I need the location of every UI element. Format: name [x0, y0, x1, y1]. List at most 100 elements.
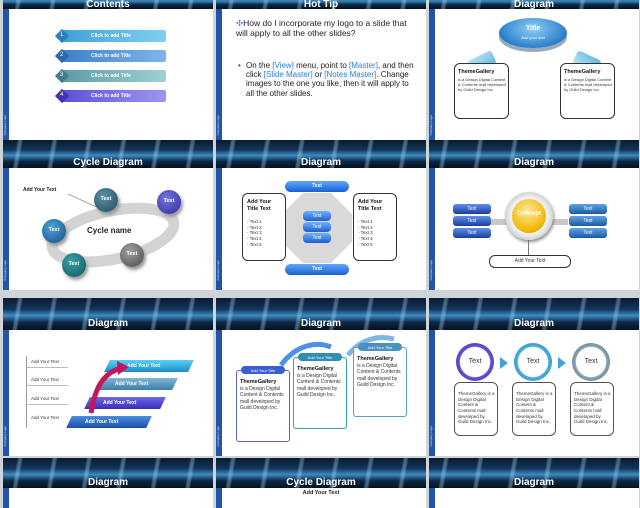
- stack-disc[interactable]: Text: [569, 228, 607, 238]
- contents-item[interactable]: 4 Click to add Title: [54, 88, 166, 104]
- step-arrow: [500, 357, 508, 369]
- slide-title: Contents: [86, 0, 130, 10]
- connector-arrows: [279, 335, 395, 367]
- slide-title: Cycle Diagram: [286, 477, 356, 488]
- step-arrow: [558, 357, 566, 369]
- slide-cycle-diagram-partial[interactable]: Cycle Diagram Add Your Text: [216, 458, 426, 508]
- tip-answer: •On the [View] menu, point to [Master], …: [238, 61, 414, 98]
- step-circle[interactable]: Text: [456, 343, 494, 381]
- slide-diagram-concept[interactable]: Diagram Company Logo Text Text Text Conc…: [429, 140, 639, 290]
- slide-sidebar: Company Logo: [429, 330, 435, 456]
- stair-label: Add Your Text: [31, 377, 59, 382]
- view-link[interactable]: [View]: [272, 61, 294, 70]
- slide-sidebar: [3, 488, 9, 508]
- cycle-node[interactable]: Text: [120, 243, 144, 267]
- stack-disc[interactable]: Text: [453, 204, 491, 214]
- slide-title: Diagram: [87, 477, 128, 488]
- bottom-cylinder[interactable]: Text: [285, 264, 349, 275]
- add-text-label: Add Your Text: [23, 187, 57, 193]
- cycle-node[interactable]: Text: [62, 253, 86, 277]
- slide-sidebar: Company Logo: [429, 9, 435, 145]
- stair-label: Add Your Text: [31, 396, 59, 401]
- slide-sidebar: [429, 488, 435, 508]
- left-connector: [491, 219, 507, 225]
- concept-circle[interactable]: Concept: [512, 199, 546, 233]
- slide-sidebar: Company Logo: [429, 168, 435, 290]
- contents-item[interactable]: 2 Click to add Title: [54, 48, 166, 64]
- stack-disc[interactable]: Text: [453, 228, 491, 238]
- slide-banner: [3, 298, 213, 330]
- slide-banner: [429, 458, 639, 488]
- slide-title: Diagram: [513, 0, 554, 10]
- right-connector: [552, 219, 568, 225]
- step-circle[interactable]: Text: [572, 343, 610, 381]
- concept-stem: [528, 240, 529, 256]
- card-tab[interactable]: Add Your Title: [358, 343, 402, 351]
- slide-contents[interactable]: Contents Company Logo 1 Click to add Tit…: [3, 0, 213, 145]
- slide-banner: [216, 0, 426, 9]
- item-label: Click to add Title: [91, 93, 131, 99]
- slide-title: Cycle Diagram: [73, 157, 143, 168]
- stack-disc[interactable]: Text: [303, 222, 331, 232]
- stack-disc[interactable]: Text: [453, 216, 491, 226]
- cycle-node[interactable]: Text: [42, 219, 66, 243]
- slide-title: Diagram: [300, 157, 341, 168]
- slide-hot-tip[interactable]: Hot Tip Company Logo ✣How do I incorpora…: [216, 0, 426, 145]
- item-label: Click to add Title: [91, 33, 131, 39]
- stack-disc[interactable]: Text: [569, 216, 607, 226]
- stack-disc[interactable]: Text: [303, 233, 331, 243]
- cycle-node[interactable]: Text: [94, 188, 118, 212]
- slide-diagram-tabs[interactable]: Diagram Company Logo Add Your Title Them…: [216, 298, 426, 456]
- slide-master-link[interactable]: [Slide Master]: [263, 70, 313, 80]
- stack-disc[interactable]: Text: [569, 204, 607, 214]
- slide-banner: [216, 140, 426, 168]
- item-number: 4: [60, 92, 64, 98]
- right-title-box: Add Your Title Text - Text 1- Text 2- Te…: [353, 193, 397, 261]
- slide-diagram-partial[interactable]: Diagram: [429, 458, 639, 508]
- slide-title: Diagram: [513, 318, 554, 329]
- card-tab[interactable]: Add Your Title: [241, 366, 285, 374]
- slide-title: Diagram: [513, 157, 554, 168]
- circle-text-box: ThemeGallery is a Design Digital Content…: [512, 382, 556, 436]
- slide-cycle-diagram[interactable]: Cycle Diagram Company Logo Add Your Text…: [3, 140, 213, 290]
- stack-disc[interactable]: Text: [303, 211, 331, 221]
- slide-diagram-cylinder[interactable]: Diagram Company Logo Text Text Text Text…: [216, 140, 426, 290]
- slide-sidebar: Company Logo: [216, 9, 222, 145]
- slide-title: Hot Tip: [303, 0, 339, 10]
- step-circle[interactable]: Text: [514, 343, 552, 381]
- slide-diagram-circles[interactable]: Diagram Company Logo Text Text Text Them…: [429, 298, 639, 456]
- slide-sidebar: [216, 488, 222, 508]
- title-ellipse[interactable]: Title Add your text: [499, 18, 567, 48]
- slide-sidebar: Company Logo: [216, 168, 222, 290]
- tip-question: ✣How do I incorporate my logo to a slide…: [236, 18, 407, 39]
- add-text-pill[interactable]: Add Your Text: [489, 255, 571, 268]
- slide-banner: [429, 140, 639, 168]
- notes-master-link[interactable]: [Notes Master]: [324, 70, 377, 80]
- contents-item[interactable]: 3 Click to add Title: [54, 68, 166, 84]
- slide-sidebar: Company Logo: [3, 330, 9, 456]
- top-cylinder[interactable]: Text: [285, 181, 349, 192]
- slide-sidebar: Company Logo: [3, 168, 9, 290]
- slide-sidebar: Company Logo: [216, 330, 222, 456]
- slide-diagram-stairs[interactable]: Diagram Company Logo Add Your Text Add Y…: [3, 298, 213, 456]
- item-number: 3: [60, 72, 64, 78]
- stair-label: Add Your Text: [31, 359, 59, 364]
- item-number: 2: [60, 52, 64, 58]
- card: Add Your Title ThemeGallery is a Design …: [236, 366, 290, 442]
- master-link[interactable]: [Master]: [349, 61, 378, 70]
- slide-banner: [3, 458, 213, 488]
- right-text-box: ThemeGallery is a Design Digital Content…: [560, 63, 615, 119]
- item-label: Click to add Title: [91, 73, 131, 79]
- item-label: Click to add Title: [91, 53, 131, 59]
- slide-title: Diagram: [513, 477, 554, 488]
- cycle-node[interactable]: Text: [157, 190, 181, 214]
- slide-banner: [3, 0, 213, 9]
- contents-item[interactable]: 1 Click to add Title: [54, 28, 166, 44]
- cycle-center-label: Cycle name: [87, 226, 132, 235]
- ellipse-subtitle: Add your text: [521, 35, 545, 40]
- slide-banner: [429, 298, 639, 330]
- slide-diagram-partial[interactable]: Diagram: [3, 458, 213, 508]
- rising-arrow: [88, 361, 129, 414]
- card-tab[interactable]: Add Your Title: [298, 353, 342, 361]
- slide-diagram-title-boxes[interactable]: Diagram Company Logo Title Add your text…: [429, 0, 639, 145]
